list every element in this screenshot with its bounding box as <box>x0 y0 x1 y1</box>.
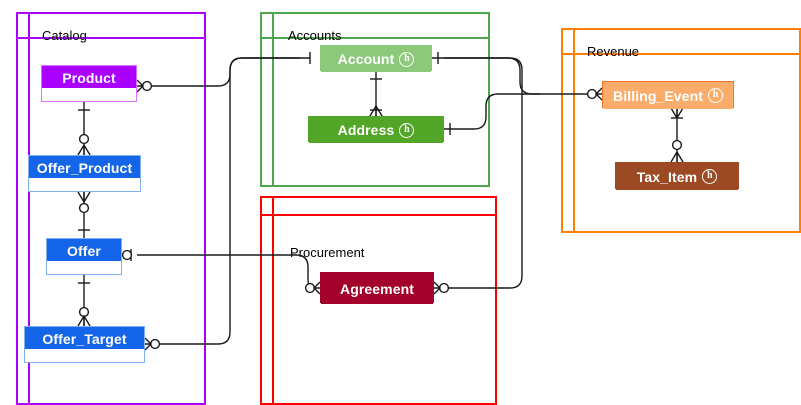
entity-name-tax_item: Tax_Item <box>636 168 698 185</box>
entity-attributes-offer_target <box>25 349 144 362</box>
subject-area-gutter <box>262 14 274 185</box>
entity-header-agreement: Agreement <box>321 273 433 304</box>
entity-header-offer: Offer <box>47 239 121 263</box>
entity-name-account: Account <box>337 51 395 67</box>
entity-header-billing_event: Billing_Event h <box>603 82 733 109</box>
entity-offer[interactable]: Offer <box>46 238 122 275</box>
relationship-agreement-account[interactable] <box>433 57 523 295</box>
entity-name-offer: Offer <box>67 243 101 259</box>
entity-offer_product[interactable]: Offer_Product <box>28 155 141 192</box>
subject-area-gutter <box>262 198 274 403</box>
subject-area-title-procurement: Procurement <box>290 245 365 260</box>
subject-area-catalog[interactable] <box>16 12 206 405</box>
entity-offer_target[interactable]: Offer_Target <box>24 326 145 363</box>
relationship-offer-agreement[interactable] <box>121 249 321 295</box>
subject-area-header <box>262 14 488 39</box>
hub-icon: h <box>399 51 415 67</box>
relationship-product-offer_product[interactable] <box>77 102 91 156</box>
subject-area-title-catalog: Catalog <box>42 28 87 43</box>
entity-attributes-product <box>42 88 136 101</box>
subject-area-header <box>563 30 799 55</box>
subject-area-header <box>18 14 204 39</box>
entity-attributes-offer <box>47 261 121 274</box>
entity-tax_item[interactable]: Tax_Item h <box>615 162 739 190</box>
subject-area-title-revenue: Revenue <box>587 44 640 59</box>
relationship-offer_product-offer[interactable] <box>77 191 91 238</box>
entity-name-billing_event: Billing_Event <box>613 87 703 104</box>
entity-header-offer_target: Offer_Target <box>25 327 144 351</box>
subject-area-gutter <box>563 30 575 231</box>
hub-icon: h <box>702 169 718 184</box>
subject-area-header <box>262 198 495 216</box>
entity-product[interactable]: Product <box>41 65 137 102</box>
entity-agreement[interactable]: Agreement <box>320 272 434 304</box>
entity-name-product: Product <box>62 70 116 86</box>
entity-name-offer_product: Offer_Product <box>36 160 133 176</box>
relationship-offer_target-account[interactable] <box>144 57 300 351</box>
entity-header-offer_product: Offer_Product <box>29 156 140 180</box>
entity-name-agreement: Agreement <box>339 280 415 297</box>
entity-billing_event[interactable]: Billing_Event h <box>602 81 734 109</box>
subject-area-revenue[interactable] <box>561 28 801 233</box>
relationship-billing_event-tax_item[interactable] <box>670 107 684 163</box>
relationship-address-tax_item[interactable] <box>444 93 540 135</box>
hub-icon: h <box>707 88 723 103</box>
subject-area-procurement[interactable] <box>260 196 497 405</box>
entity-attributes-offer_product <box>29 178 140 191</box>
entity-header-tax_item: Tax_Item h <box>616 163 738 190</box>
entity-name-offer_target: Offer_Target <box>42 331 127 347</box>
subject-area-accounts[interactable] <box>260 12 490 187</box>
relationship-offer-offer_target[interactable] <box>77 275 91 327</box>
hub-icon: h <box>399 122 415 138</box>
relationship-account-address[interactable] <box>369 71 383 117</box>
entity-name-address: Address <box>337 122 395 138</box>
subject-area-gutter <box>18 14 30 403</box>
subject-area-title-accounts: Accounts <box>288 28 342 43</box>
entity-header-product: Product <box>42 66 136 90</box>
